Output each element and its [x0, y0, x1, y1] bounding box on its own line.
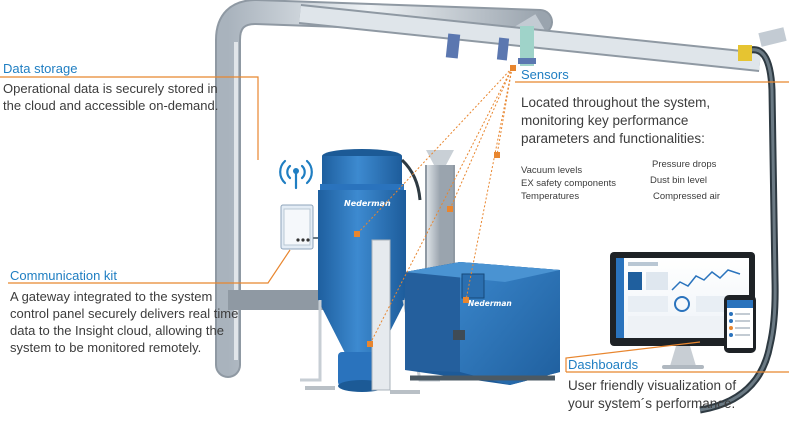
description-line: parameters and functionalities: [521, 131, 705, 146]
sensors-description: Located throughout the system, monitorin… [521, 94, 786, 148]
description-line: data to the Insight cloud, allowing the [10, 323, 224, 338]
sensor-item: Compressed air [653, 191, 721, 202]
sensor-list-right: Pressure drops Dust bin level Compressed… [650, 158, 720, 203]
description-line: monitoring key performance [521, 113, 689, 128]
vessel-logo: Nederman [344, 199, 391, 208]
data-storage-title: Data storage [3, 61, 78, 76]
vacuum-unit: Nederman [405, 262, 560, 385]
dashboards-title: Dashboards [568, 357, 639, 372]
dashboard-phone [724, 295, 756, 353]
description-line: User friendly visualization of [568, 378, 737, 393]
callout-leaders [0, 67, 789, 373]
separator-vessel: Nederman [300, 149, 440, 394]
dashboards-description: User friendly visualization of your syst… [568, 377, 783, 413]
sensor-item: Temperatures [521, 191, 580, 202]
sensor-markers [354, 65, 516, 347]
communication-box [280, 204, 330, 250]
description-line: control panel securely delivers real tim… [10, 306, 239, 321]
right-hose [699, 27, 787, 414]
sensor-item: Pressure drops [652, 159, 717, 170]
sensor-item: EX safety components [521, 178, 617, 189]
unit-logo: Nederman [468, 299, 512, 308]
wifi-signal-icon [279, 159, 313, 190]
sensors-title: Sensors [521, 67, 569, 82]
communication-kit-title: Communication kit [10, 268, 117, 283]
communication-kit-description: A gateway integrated to the system contr… [10, 288, 280, 356]
sensor-list-left: Vacuum levels EX safety components Tempe… [521, 164, 616, 203]
description-line: A gateway integrated to the system [10, 289, 213, 304]
description-line: the cloud and accessible on-demand. [3, 98, 219, 113]
sensor-item: Dust bin level [650, 175, 708, 186]
data-storage-description: Operational data is securely stored in t… [3, 80, 258, 114]
description-line: system to be monitored remotely. [10, 340, 202, 355]
sensor-item: Vacuum levels [521, 165, 583, 176]
description-line: your system´s performance. [568, 396, 736, 411]
description-line: Located throughout the system, [521, 95, 711, 110]
description-line: Operational data is securely stored in [3, 81, 218, 96]
